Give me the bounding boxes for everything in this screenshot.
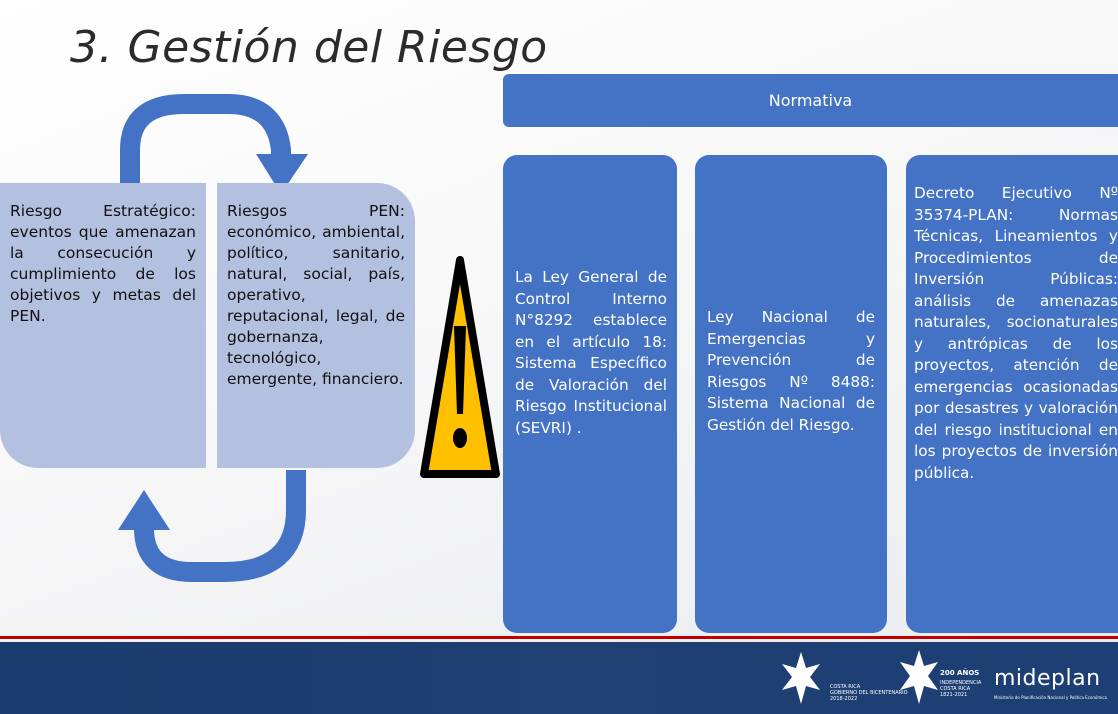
warning-icon — [420, 256, 500, 478]
normativa-card-decreto: Decreto Ejecutivo Nº 35374-PLAN: Normas … — [906, 155, 1118, 633]
gobierno-logo-text: COSTA RICA GOBIERNO DEL BICENTENARIO 201… — [830, 684, 908, 702]
normativa-label: Normativa — [768, 91, 853, 110]
star-logo-icon — [782, 652, 820, 704]
normativa-card-control-interno: La Ley General de Control Interno N°8292… — [503, 155, 677, 633]
cycle-arrow-bottom-icon — [118, 470, 306, 582]
mideplan-logo: mideplan — [994, 666, 1101, 691]
bicentenario-logo-main: 200 AÑOS — [940, 669, 980, 677]
mideplan-logo-subtitle: Ministerio de Planificación Nacional y P… — [994, 695, 1107, 700]
strategic-risk-box: Riesgo Estratégico: eventos que amenazan… — [0, 183, 206, 468]
normativa-card-emergencias: Ley Nacional de Emergencias y Prevención… — [695, 155, 887, 633]
cycle-arrow-top-icon — [120, 94, 308, 194]
pen-risks-box: Riesgos PEN: económico, ambiental, polít… — [217, 183, 415, 468]
footer-bar — [0, 642, 1118, 714]
footer-divider — [0, 636, 1118, 639]
normativa-header-bar: Normativa — [503, 74, 1118, 127]
cycle-arrows — [118, 94, 308, 582]
bicentenario-star-icon — [900, 650, 938, 704]
slide-title: 3. Gestión del Riesgo — [70, 22, 548, 73]
bicentenario-logo-sub: INDEPENDENCIA COSTA RICA 1821-2021 — [940, 680, 982, 698]
